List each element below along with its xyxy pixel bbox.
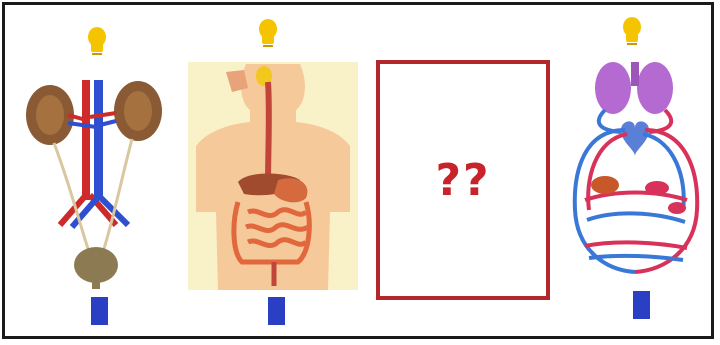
digestive-system-illustration [188, 62, 358, 290]
question-marks: ?? [435, 155, 490, 206]
bulb-icon-4 [621, 16, 643, 50]
answer-box-4 [633, 291, 650, 319]
answer-box-1 [91, 297, 108, 325]
answer-box-2 [268, 297, 285, 325]
bladder [74, 247, 118, 283]
urinary-system-illustration [20, 75, 170, 290]
bulb-icon-1 [86, 26, 108, 60]
unknown-system-box: ?? [376, 60, 550, 300]
circulatory-system-illustration [565, 60, 705, 290]
bulb-icon-2 [257, 18, 279, 52]
